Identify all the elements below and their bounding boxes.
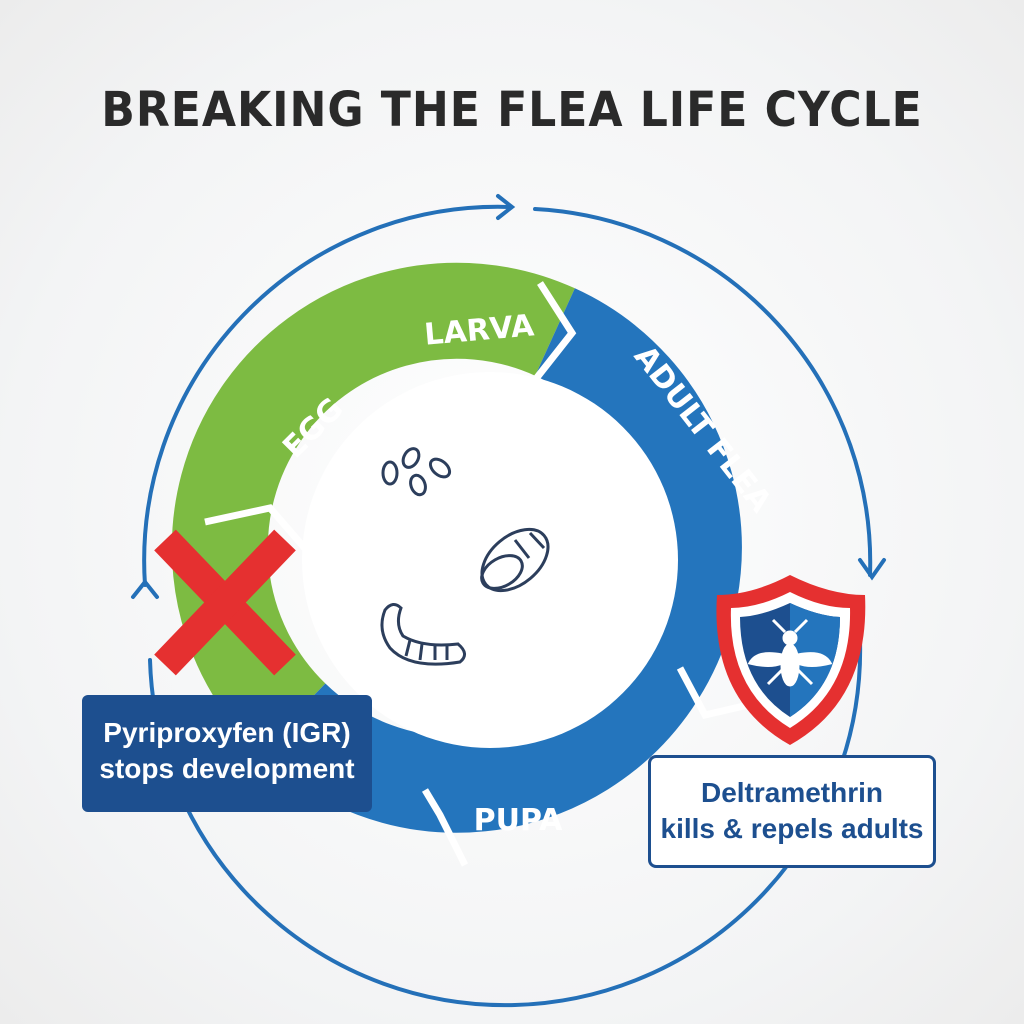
cycle-arrow-left (142, 204, 512, 587)
larva-icon (380, 603, 466, 666)
segment-dividers (204, 281, 749, 867)
cycle-arrow-right (533, 207, 873, 577)
blocked-x-icon (154, 529, 296, 676)
pupa-icon (480, 527, 550, 593)
shield-bug-icon (716, 575, 866, 745)
callout-line: stops development (99, 753, 355, 784)
ring-segment-blue (258, 288, 742, 833)
deltramethrin-callout: Deltramethrin kills & repels adults (648, 755, 936, 868)
arrowhead-right-icon (858, 558, 886, 581)
arrowhead-left-icon (131, 578, 159, 599)
callout-line: kills & repels adults (660, 813, 924, 844)
pyriproxyfen-callout: Pyriproxyfen (IGR) stops development (82, 695, 372, 812)
center-circle (302, 372, 678, 748)
stage-label-pupa: PUPA (474, 803, 564, 838)
callout-line: Pyriproxyfen (IGR) (103, 717, 351, 748)
callout-line: Deltramethrin (700, 777, 884, 808)
eggs-icon (381, 447, 452, 497)
arrowhead-top-icon (496, 194, 516, 220)
page-title: BREAKING THE FLEA LIFE CYCLE (101, 82, 923, 138)
